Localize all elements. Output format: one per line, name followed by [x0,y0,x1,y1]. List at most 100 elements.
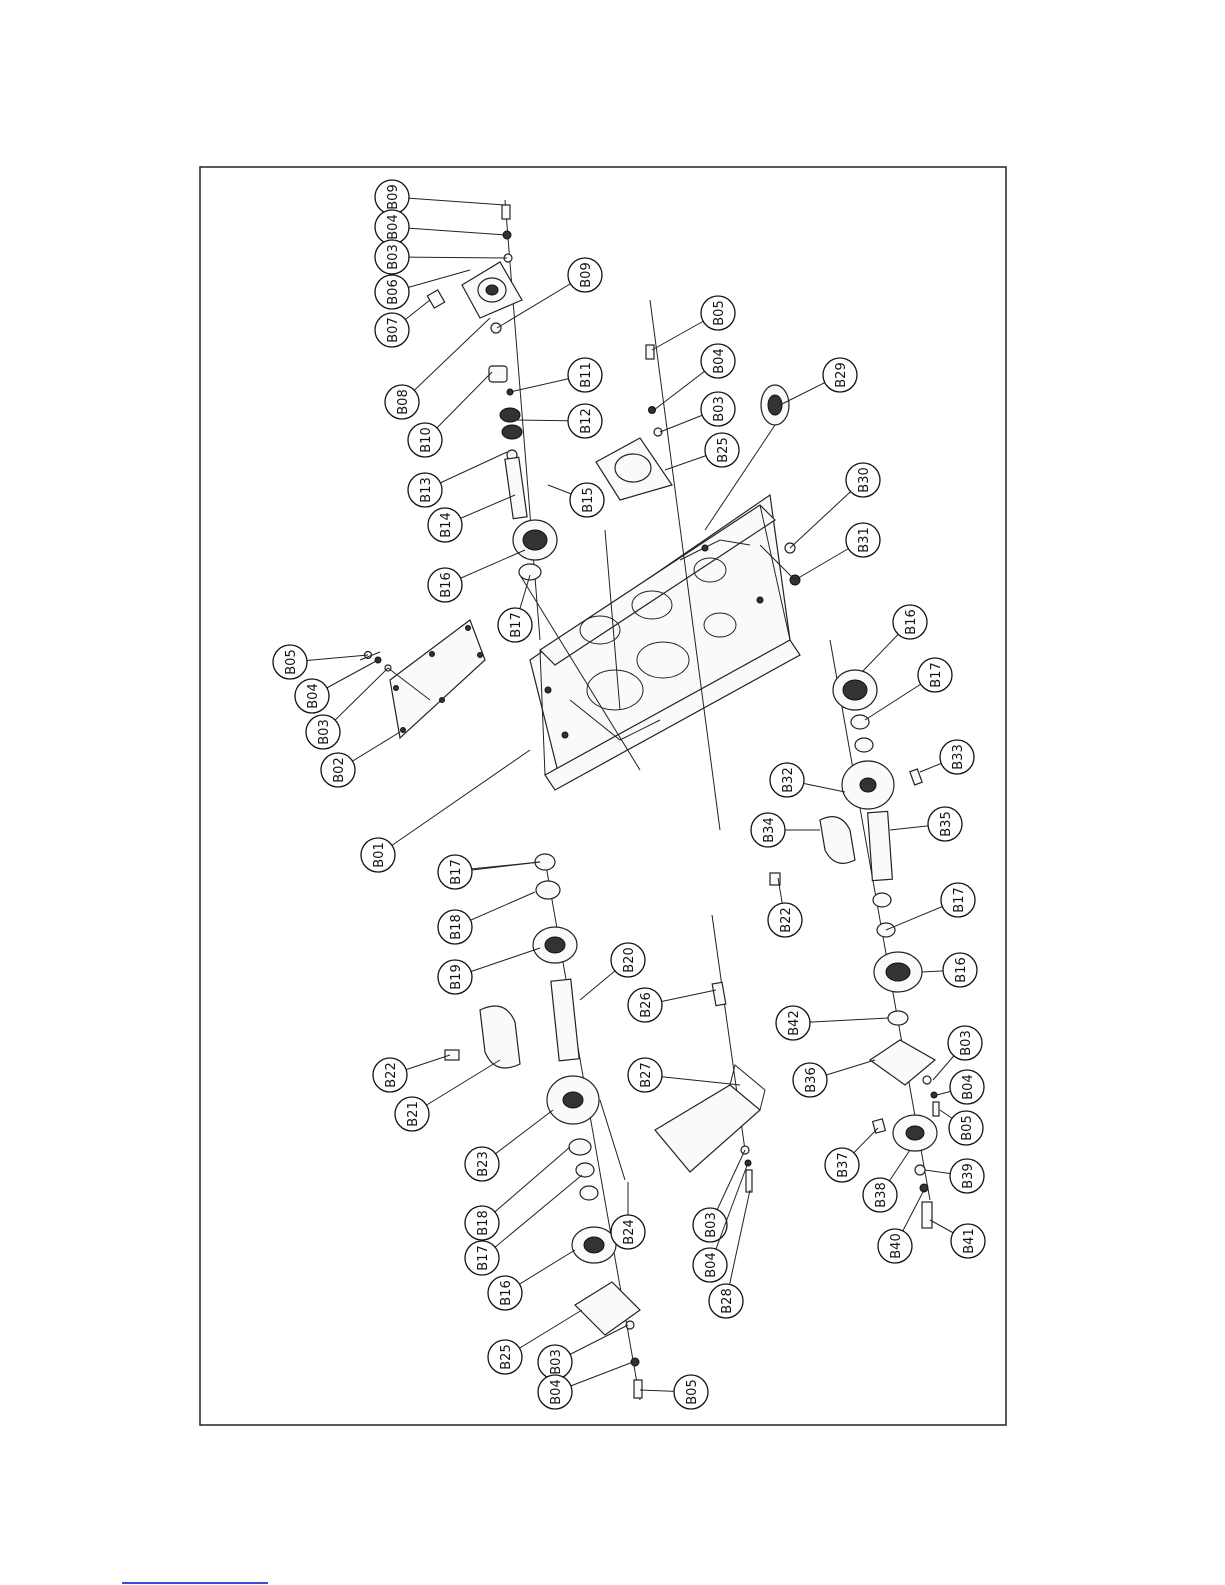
callout-label: B03 [549,1349,564,1374]
part-callout-b03: B03 [538,1345,572,1379]
callout-label: B19 [449,964,464,989]
part-callout-b16: B16 [893,605,927,639]
part-callout-b31: B31 [846,523,880,557]
callout-label: B06 [386,279,401,304]
part-callout-b03: B03 [306,715,340,749]
callout-label: B25 [716,437,731,462]
callout-label: B05 [284,649,299,674]
part-callout-b41: B41 [951,1224,985,1258]
callout-label: B09 [386,184,401,209]
callout-label: B12 [579,408,594,433]
part-callout-b23: B23 [465,1147,499,1181]
part-callout-b25: B25 [705,433,739,467]
callout-label: B17 [476,1245,491,1270]
gearbox-housing [530,495,800,790]
callout-label: B32 [781,767,796,792]
mounting-bracket [655,915,765,1192]
part-callout-b08: B08 [385,385,419,419]
callout-label: B39 [961,1163,976,1188]
part-callout-b16: B16 [943,953,977,987]
part-callout-b04: B04 [701,344,735,378]
callout-label: B37 [836,1152,851,1177]
part-callout-b16: B16 [488,1276,522,1310]
intermediate-shaft-assembly [445,854,642,1400]
part-callout-b33: B33 [940,740,974,774]
part-callout-b09: B09 [568,258,602,292]
callout-label: B05 [712,300,727,325]
callout-label: B40 [889,1233,904,1258]
callout-label: B27 [639,1062,654,1087]
part-callout-b17: B17 [941,883,975,917]
callout-label: B16 [439,572,454,597]
callout-label: B30 [857,467,872,492]
callout-label: B04 [549,1379,564,1404]
part-callout-b03: B03 [375,240,409,274]
part-callout-b37: B37 [825,1148,859,1182]
callout-label: B42 [787,1010,802,1035]
callout-label: B28 [720,1288,735,1313]
part-callout-b38: B38 [863,1178,897,1212]
callout-label: B35 [939,811,954,836]
cover-plate [390,620,485,738]
callout-label: B02 [332,757,347,782]
part-callout-b09: B09 [375,180,409,214]
part-callout-b17: B17 [465,1241,499,1275]
part-callout-b32: B32 [770,763,804,797]
callout-label: B25 [499,1344,514,1369]
callout-label: B10 [419,427,434,452]
part-callout-b18: B18 [438,910,472,944]
part-callout-b14: B14 [428,508,462,542]
part-callout-b04: B04 [538,1375,572,1409]
part-callout-b17: B17 [498,608,532,642]
part-callout-b22: B22 [768,903,802,937]
footer-link-underline[interactable] [122,1582,268,1584]
callout-label: B05 [685,1379,700,1404]
callout-leader-p27 [378,750,530,855]
part-callout-b15: B15 [570,483,604,517]
callout-label: B14 [439,512,454,537]
part-callout-b05: B05 [273,645,307,679]
callout-label: B29 [834,362,849,387]
callout-label: B11 [579,362,594,387]
part-callout-b03: B03 [693,1208,727,1242]
part-callout-b03: B03 [701,392,735,426]
part-callout-b20: B20 [611,943,645,977]
part-callout-b13: B13 [408,473,442,507]
part-callout-b01: B01 [361,838,395,872]
callout-label: B18 [449,914,464,939]
part-callout-b40: B40 [878,1229,912,1263]
callout-label: B31 [857,527,872,552]
callout-label: B22 [384,1062,399,1087]
part-callout-b42: B42 [776,1006,810,1040]
part-callout-b02: B02 [321,753,355,787]
part-callout-b04: B04 [693,1248,727,1282]
callout-label: B22 [779,907,794,932]
callout-leader-p07 [402,318,490,402]
callout-label: B13 [419,477,434,502]
callout-label: B26 [639,992,654,1017]
part-callout-b04: B04 [375,210,409,244]
callout-label: B01 [372,842,387,867]
callout-label: B15 [581,487,596,512]
part-callout-b06: B06 [375,275,409,309]
part-callout-b34: B34 [751,813,785,847]
part-callout-b29: B29 [823,358,857,392]
callout-label: B17 [952,887,967,912]
callout-label: B17 [929,662,944,687]
callout-label: B16 [499,1280,514,1305]
part-callout-b36: B36 [793,1063,827,1097]
callout-label: B41 [962,1228,977,1253]
callout-label: B09 [579,262,594,287]
callout-label: B03 [712,396,727,421]
callout-label: B33 [951,744,966,769]
callout-label: B04 [704,1252,719,1277]
part-callout-b05: B05 [701,296,735,330]
part-callout-b28: B28 [709,1284,743,1318]
callout-label: B04 [306,683,321,708]
callout-label: B18 [476,1210,491,1235]
callout-label: B36 [804,1067,819,1092]
callout-label: B04 [386,214,401,239]
callout-label: B03 [317,719,332,744]
callout-label: B05 [960,1115,975,1140]
callout-label: B04 [712,348,727,373]
